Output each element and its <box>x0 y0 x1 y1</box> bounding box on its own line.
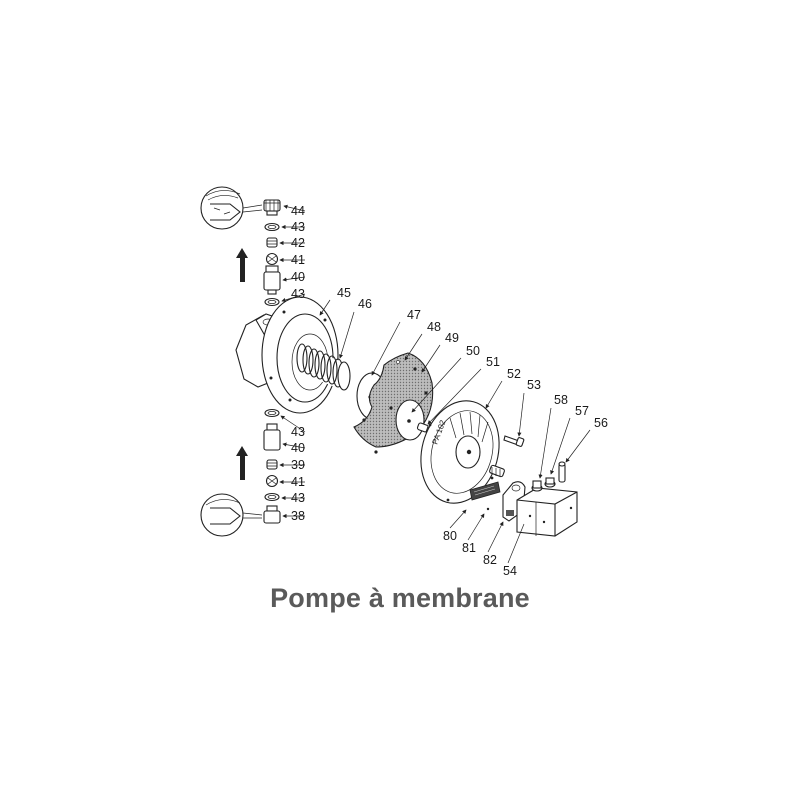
callout-41: 41 <box>291 474 305 489</box>
callout-43: 43 <box>291 424 305 439</box>
callout-56: 56 <box>594 415 608 430</box>
detail-magnifier-top <box>200 186 263 230</box>
callout-40: 40 <box>291 440 305 455</box>
callout-50: 50 <box>466 343 480 358</box>
fitting <box>489 464 505 478</box>
callout-44: 44 <box>291 203 305 218</box>
fitting-57 <box>544 477 556 488</box>
callout-42: 42 <box>291 235 305 250</box>
diagram-title: Pompe à membrane <box>270 583 530 613</box>
callout-52: 52 <box>507 366 521 381</box>
flow-arrow-up-bottom <box>236 446 248 480</box>
callout-48: 48 <box>427 319 441 334</box>
callout-43: 43 <box>291 490 305 505</box>
valve-block-54 <box>516 487 578 537</box>
callout-49: 49 <box>445 330 459 345</box>
spring-46 <box>296 343 351 391</box>
callout-45: 45 <box>337 285 351 300</box>
callout-54: 54 <box>503 563 517 578</box>
callout-47: 47 <box>407 307 421 322</box>
fitting-58 <box>531 480 543 492</box>
nozzle-56 <box>558 461 566 483</box>
callout-40: 40 <box>291 269 305 284</box>
callout-81: 81 <box>462 540 476 555</box>
nameplate-80 <box>469 481 501 501</box>
disc-49 <box>395 399 425 441</box>
callout-38: 38 <box>291 508 305 523</box>
detail-magnifier-bottom <box>200 493 263 537</box>
callout-43: 43 <box>291 219 305 234</box>
leader-lines <box>279 204 591 564</box>
flow-arrow-up-top <box>236 248 248 282</box>
valve-stack-top <box>263 199 281 307</box>
callout-43: 43 <box>291 286 305 301</box>
valve-stack-bottom <box>263 408 281 524</box>
callout-80: 80 <box>443 528 457 543</box>
callout-53: 53 <box>527 377 541 392</box>
callout-46: 46 <box>358 296 372 311</box>
bolt-53 <box>503 435 525 447</box>
callout-58: 58 <box>554 392 568 407</box>
callout-41: 41 <box>291 252 305 267</box>
callout-39: 39 <box>291 457 305 472</box>
callout-57: 57 <box>575 403 589 418</box>
rivet-81 <box>486 507 490 511</box>
flange-plate-52: PA 102 <box>420 400 500 504</box>
callout-51: 51 <box>486 354 500 369</box>
callout-82: 82 <box>483 552 497 567</box>
